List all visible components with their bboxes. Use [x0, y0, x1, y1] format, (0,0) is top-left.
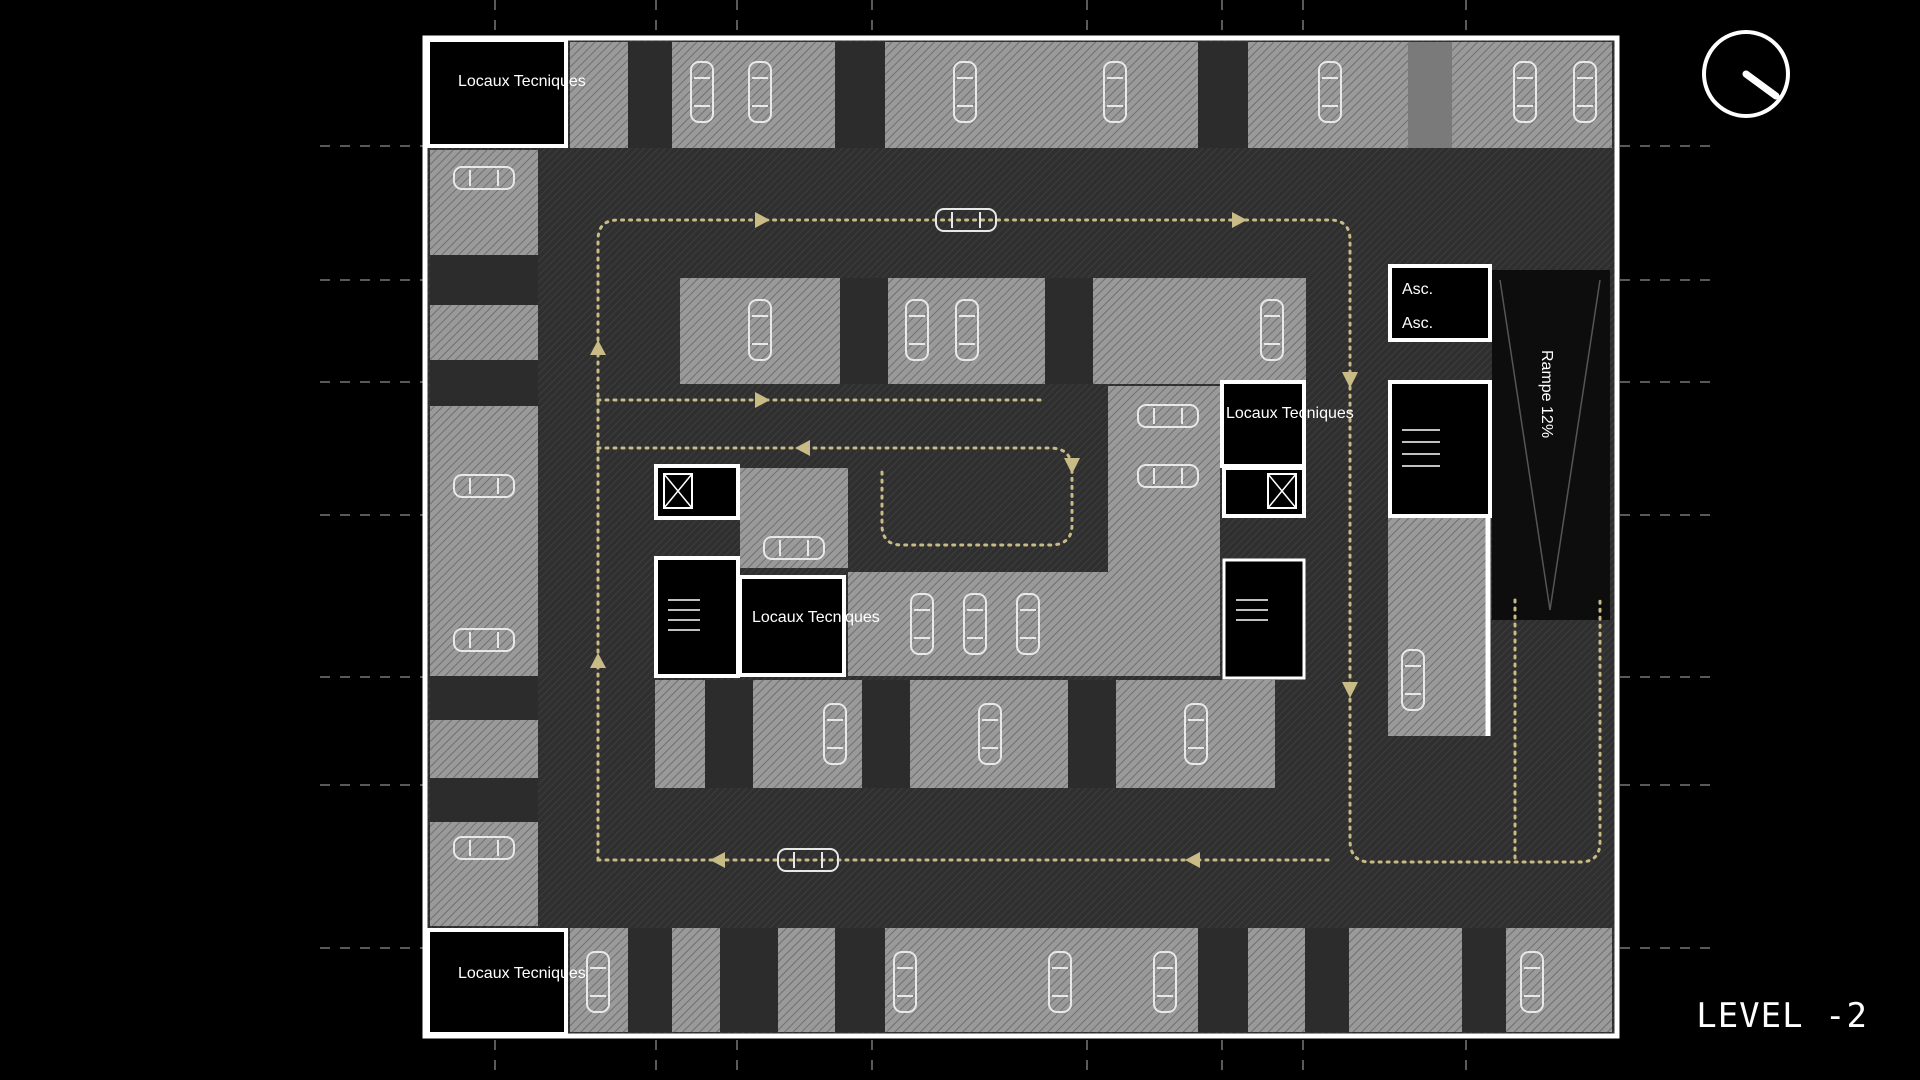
- inner-middle-block: [740, 386, 1220, 676]
- elevator-label: Asc.: [1402, 315, 1433, 332]
- technical-room-top-left: Locaux Tecniques: [426, 38, 586, 148]
- elevator-icon: [1267, 473, 1297, 509]
- core-ramp-side: Asc. Asc.: [1388, 264, 1492, 736]
- top-parking-row: [570, 42, 1612, 148]
- technical-room-label: Locaux Tecniques: [458, 965, 586, 982]
- elevator-label: Asc.: [1402, 281, 1433, 298]
- level-label: LEVEL -2: [1696, 996, 1868, 1036]
- technical-room-label: Locaux Tecniques: [752, 609, 880, 626]
- technical-room-bottom-left: Locaux Tecniques: [426, 928, 586, 1036]
- north-arrow-icon: [1702, 30, 1790, 118]
- core-right: [1222, 466, 1306, 680]
- stairs-icon: [668, 599, 700, 631]
- inner-lower-row: [655, 680, 1275, 788]
- core-left: [654, 464, 740, 678]
- outer-wall: [422, 35, 1620, 1039]
- ramp-area: [1388, 270, 1610, 736]
- technical-room-label: Locaux Tecniques: [1226, 405, 1354, 422]
- technical-room-right: Locaux Tecniques: [1220, 380, 1354, 468]
- technical-room-label: Locaux Tecniques: [458, 73, 586, 90]
- stairs-icon: [1236, 599, 1268, 621]
- direction-arrow-icon: [590, 212, 1358, 868]
- elevator-icon: [663, 473, 693, 509]
- ramp-label: Rampe 12%: [1538, 350, 1555, 438]
- stairs-icon: [1402, 429, 1440, 467]
- bottom-parking-row: [570, 928, 1612, 1032]
- left-parking-column: [430, 150, 538, 926]
- technical-room-center: Locaux Tecniques: [738, 575, 880, 677]
- inner-upper-row: [680, 278, 1306, 384]
